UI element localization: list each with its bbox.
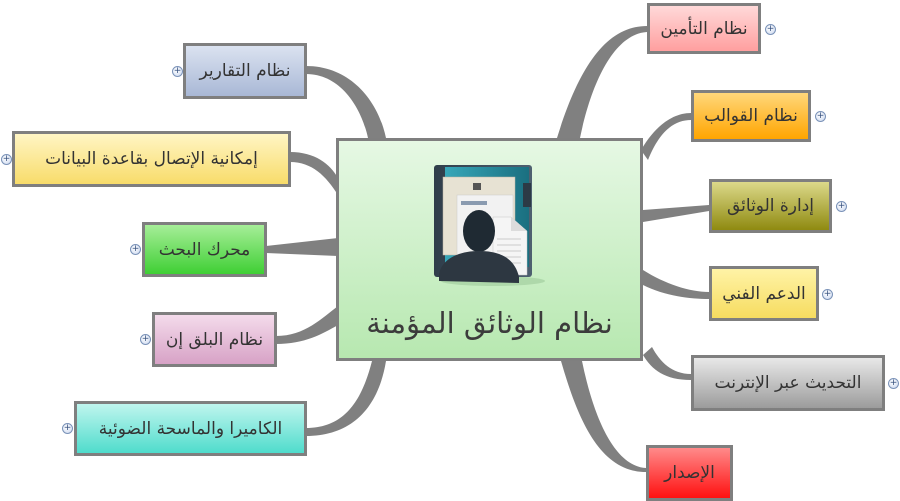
expand-plus-icon[interactable]: +: [822, 289, 833, 300]
node-label: نظام القوالب: [704, 106, 798, 126]
node-version[interactable]: الإصدار: [646, 445, 733, 501]
expand-plus-icon[interactable]: +: [172, 66, 183, 77]
expand-plus-icon[interactable]: +: [62, 423, 73, 434]
node-label: إدارة الوثائق: [726, 196, 815, 216]
central-topic-title: نظام الوثائق المؤمنة: [366, 306, 613, 340]
expand-plus-icon[interactable]: +: [1, 154, 12, 165]
expand-plus-icon[interactable]: +: [130, 244, 141, 255]
node-label: الإصدار: [664, 463, 715, 483]
node-label: نظام البلق إن: [165, 329, 264, 350]
node-label: الكاميرا والماسحة الضوئية: [98, 418, 283, 439]
node-plugin-system[interactable]: نظام البلق إن: [152, 312, 277, 367]
node-label: التحديث عبر الإنترنت: [714, 373, 862, 393]
node-online-update[interactable]: التحديث عبر الإنترنت: [691, 355, 885, 411]
node-database-connectivity[interactable]: إمكانية الإتصال بقاعدة البيانات: [12, 131, 291, 187]
expand-plus-icon[interactable]: +: [888, 378, 899, 389]
node-label: محرك البحث: [158, 239, 251, 260]
node-technical-support[interactable]: الدعم الفني: [709, 266, 819, 321]
document-folder-user-icon: [434, 165, 545, 286]
node-camera-scanner[interactable]: الكاميرا والماسحة الضوئية: [74, 401, 307, 456]
node-reports-system[interactable]: نظام التقارير: [183, 43, 307, 99]
expand-plus-icon[interactable]: +: [765, 24, 776, 35]
expand-plus-icon[interactable]: +: [815, 111, 826, 122]
expand-plus-icon[interactable]: +: [140, 334, 151, 345]
node-label: الدعم الفني: [722, 283, 806, 304]
expand-plus-icon[interactable]: +: [836, 201, 847, 212]
node-security-system[interactable]: نظام التأمين: [647, 3, 761, 54]
node-label: إمكانية الإتصال بقاعدة البيانات: [45, 149, 258, 169]
node-label: نظام التأمين: [660, 18, 748, 39]
node-document-management[interactable]: إدارة الوثائق: [709, 179, 832, 233]
node-search-engine[interactable]: محرك البحث: [142, 222, 267, 277]
node-templates-system[interactable]: نظام القوالب: [691, 90, 811, 142]
node-label: نظام التقارير: [199, 61, 291, 81]
central-topic[interactable]: نظام الوثائق المؤمنة: [336, 138, 643, 361]
